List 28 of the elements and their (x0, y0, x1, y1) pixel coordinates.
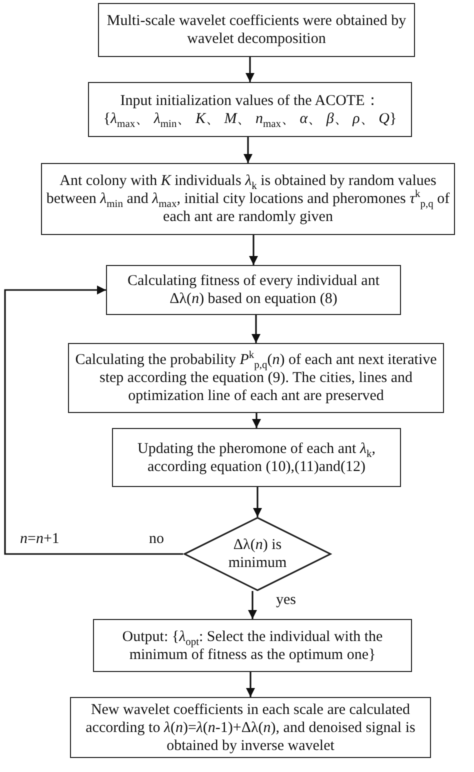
node-text: New wavelet coefficients in each scale are calculated according to λ(n)=λ(n-1)+Δλ(n), and denoised signal is obtained by inverse wavelet (84, 700, 416, 754)
process-box (41, 163, 455, 235)
process-box (88, 82, 412, 137)
process-box (112, 428, 401, 487)
process-box (68, 343, 444, 413)
node-text: Δλ(n) is minimum (227, 536, 288, 572)
node-text: Calculating fitness of every individual ant Δλ(n) based on equation (8) (126, 272, 381, 308)
process-box (70, 697, 431, 758)
process-box (93, 619, 412, 672)
arrow (253, 487, 262, 517)
node-text: {λ$_{max}$、 λ$_{min}$、 K、 M、 n$_{max}$、 α、 β、 ρ、 Q} (103, 110, 397, 128)
arrow (249, 235, 258, 265)
arrow (244, 137, 252, 163)
arrow (246, 672, 255, 697)
decision-diamond (183, 517, 332, 591)
arrow (248, 591, 257, 619)
node-text: Input initialization values of the ACOTE： (120, 92, 380, 110)
node-text: Multi-scale wavelet coefficients were obtained by wavelet decomposition (106, 12, 408, 48)
arrow (252, 315, 260, 343)
arrow (246, 57, 254, 82)
node-text: Ant colony with K individuals λ$_{k}$ is obtained by random values between λ$_{min}$ and λ$_{max}$, initial city locations and pheromones τ$^{k}$$_{p,q}$ of each ant are randomly given (46, 172, 450, 226)
process-box (98, 3, 415, 57)
arrow (252, 413, 261, 428)
arrow (4, 286, 183, 555)
node-text: Calculating the probability P$^{k}$$_{p,q}$(n) of each ant next iterative step according the equation (9). The cities, lines and optimization line of each ant are preserved (74, 351, 438, 405)
process-box (106, 265, 401, 315)
node-text: Output: {λ$_{opt}$: Select the individual with the minimum of fitness as the optimum one} (121, 628, 384, 664)
node-text: Updating the pheromone of each ant λ$_{k}$, according equation (10),(11)and(12) (136, 440, 376, 476)
